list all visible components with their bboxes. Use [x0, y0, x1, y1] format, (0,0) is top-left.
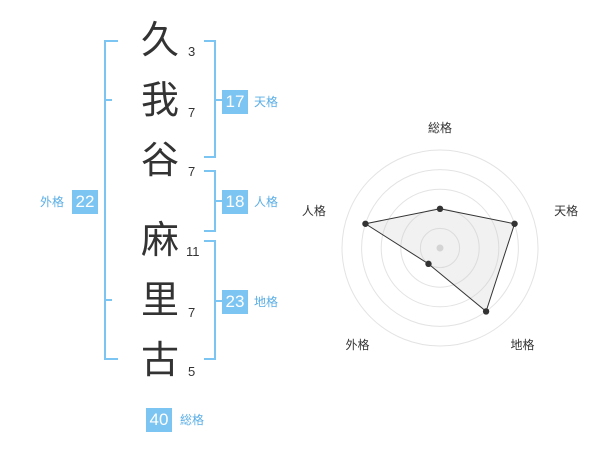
name-char-1: 久: [140, 18, 179, 62]
stroke-count-1: 3: [188, 44, 196, 59]
name-char-4: 麻: [140, 218, 179, 262]
name-char-3: 谷: [140, 138, 179, 182]
radar-axis-label-4: 外格: [345, 337, 369, 352]
name-char-5: 里: [140, 278, 179, 322]
radar-axis-label-3: 地格: [511, 337, 535, 352]
radar-grid-ring: [380, 188, 500, 308]
tenkaku-value: 17: [222, 90, 248, 114]
radar-grid-ring: [341, 149, 539, 347]
bracket-tick: [216, 99, 222, 101]
radar-point-3: [482, 308, 490, 315]
jinkaku-bracket: [204, 170, 216, 232]
bracket-tick: [216, 200, 222, 202]
jinkaku-value: 18: [222, 190, 248, 214]
radar-area: [364, 208, 516, 313]
stroke-count-6: 5: [188, 364, 196, 379]
soukaku-value: 40: [146, 408, 172, 432]
radar-point-4: [425, 260, 432, 268]
bracket-tick: [104, 99, 112, 101]
gaikaku-value: 22: [72, 190, 98, 214]
bracket-tick: [104, 299, 112, 301]
chikaku-label: 地格: [254, 295, 279, 309]
tenkaku-bracket: [204, 40, 216, 158]
stroke-count-5: 7: [188, 305, 196, 320]
radar-axis-label-5: 人格: [302, 203, 326, 218]
soukaku-label: 総格: [180, 413, 205, 427]
radar-grid-ring: [361, 169, 519, 327]
chikaku-bracket: [204, 240, 216, 360]
chikaku-value: 23: [222, 290, 248, 314]
radar-grid-ring: [419, 227, 461, 269]
gaikaku-label: 外格: [40, 195, 65, 209]
tenkaku-label: 天格: [254, 95, 279, 109]
name-char-6: 古: [140, 338, 179, 382]
radar-point-5: [362, 220, 369, 227]
gaikaku-bracket-tick: [104, 200, 106, 202]
stroke-count-2: 7: [188, 105, 196, 120]
stroke-count-4: 11: [186, 244, 200, 259]
stroke-count-3: 7: [188, 164, 196, 179]
jinkaku-label: 人格: [254, 195, 279, 209]
radar-point-1: [436, 205, 444, 212]
name-char-2: 我: [140, 78, 179, 122]
bracket-tick: [216, 300, 222, 302]
radar-axis-label-1: 総格: [428, 120, 452, 135]
radar-point-2: [511, 220, 518, 227]
gaikaku-bracket: [104, 40, 118, 360]
radar-axis-label-2: 天格: [554, 203, 578, 218]
radar-center-dot: [436, 244, 444, 252]
